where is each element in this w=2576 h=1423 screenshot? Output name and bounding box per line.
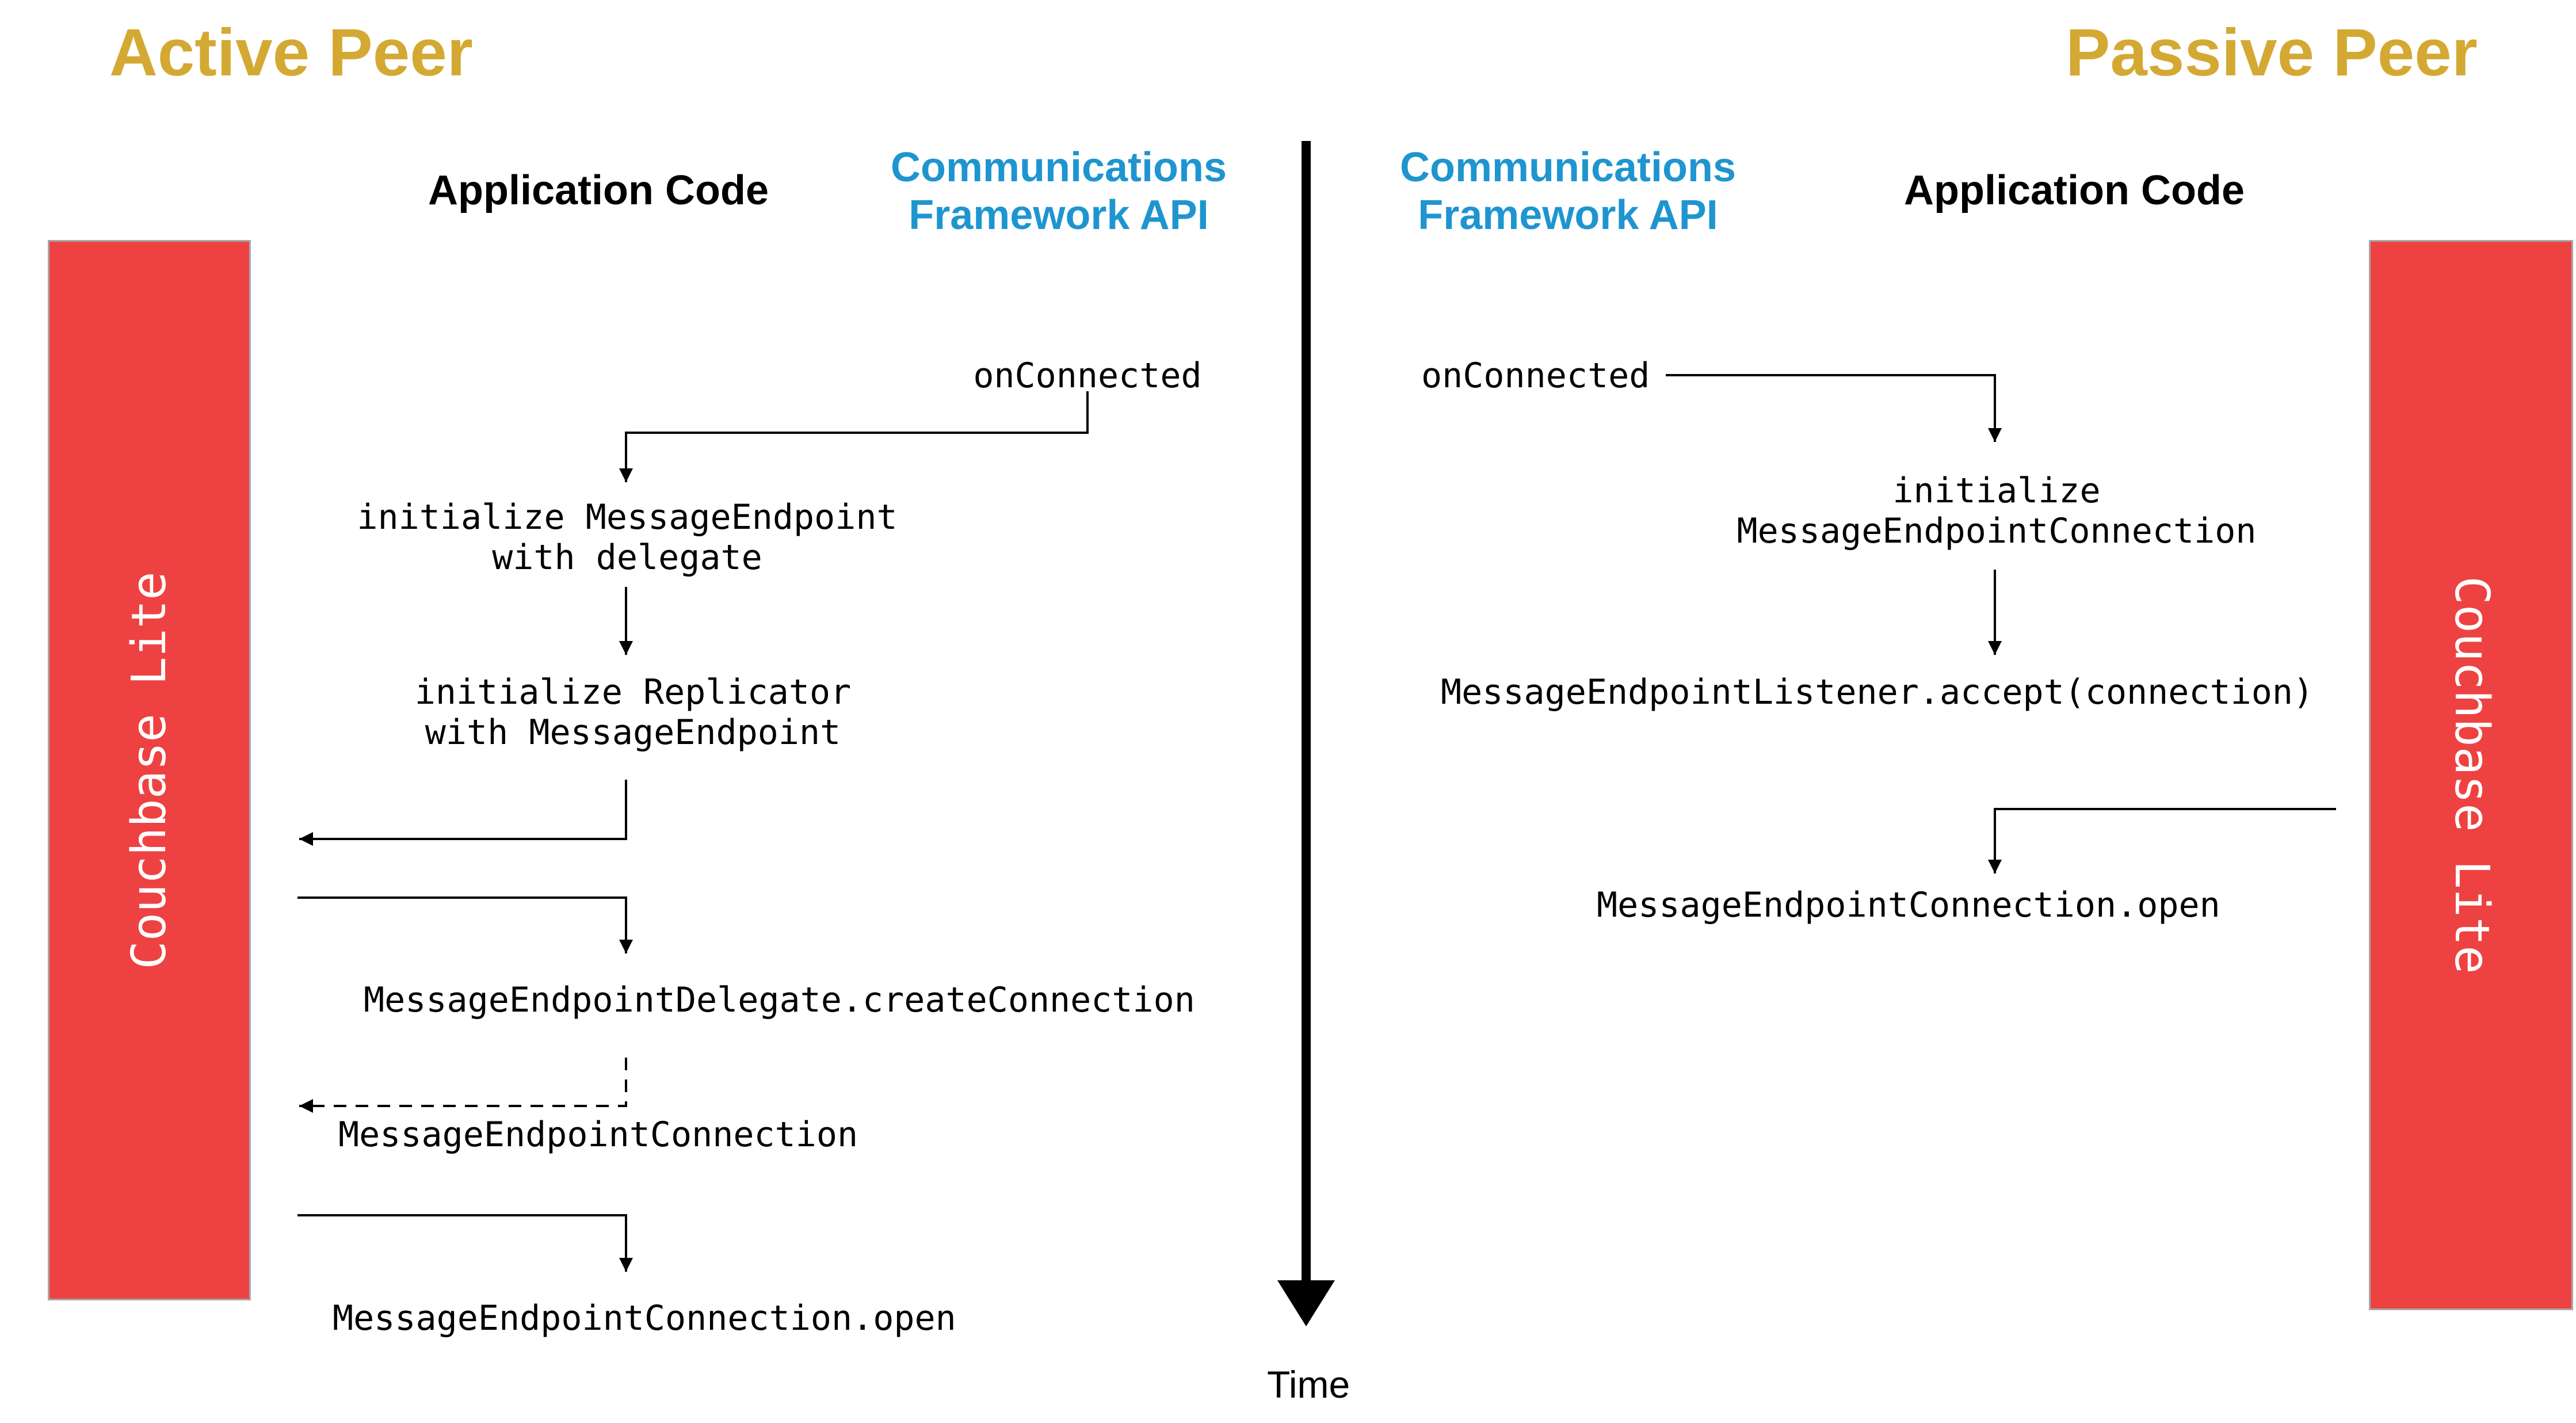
arrow-couchbase-to-passive-open [1988,808,2336,873]
active-connection-return-label: MessageEndpointConnection [338,1115,858,1155]
active-init-endpoint-line1: initialize MessageEndpoint [357,497,898,537]
passive-framework-heading: Communications Framework API [1367,144,1769,239]
passive-connection-open-label: MessageEndpointConnection.open [1597,885,2220,925]
active-init-replicator-line1: initialize Replicator [414,672,852,712]
active-framework-heading: Communications Framework API [857,144,1260,239]
passive-init-connection-line1: initialize [1892,471,2101,511]
passive-init-connection-line2: MessageEndpointConnection [1737,511,2257,551]
time-axis-label: Time [1267,1363,1350,1406]
active-init-endpoint-label: initialize MessageEndpoint with delegate [311,497,944,578]
active-init-replicator-label: initialize Replicator with MessageEndpoi… [322,672,944,753]
passive-init-connection-label: initialize MessageEndpointConnection [1709,471,2284,551]
active-peer-title: Active Peer [109,15,473,90]
arrow-replicator-to-couchbase [299,780,627,846]
active-couchbase-lite-block: Couchbase Lite [48,240,251,1300]
active-framework-heading-line1: Communications [890,144,1227,190]
active-app-code-heading: Application Code [428,167,769,213]
active-init-replicator-line2: with MessageEndpoint [425,712,841,753]
arrow-couchbase-to-connection-open [297,1214,633,1272]
active-connection-open-label: MessageEndpointConnection.open [333,1298,956,1338]
passive-couchbase-lite-label: Couchbase Lite [2444,576,2499,974]
arrow-onconnected-to-init-connection [1666,374,2002,442]
arrow-connection-return-dashed [299,1058,627,1113]
active-create-connection-label: MessageEndpointDelegate.createConnection [364,980,1195,1020]
arrow-onconnected-to-init-endpoint [619,391,1089,482]
passive-listener-accept-label: MessageEndpointListener.accept(connectio… [1441,672,2314,712]
passive-on-connected-label: onConnected [1421,356,1650,396]
passive-app-code-heading: Application Code [1904,167,2245,213]
passive-peer-title: Passive Peer [2066,15,2478,90]
passive-couchbase-lite-block: Couchbase Lite [2369,240,2573,1310]
active-couchbase-lite-label: Couchbase Lite [121,571,177,970]
time-axis-arrowhead [1277,1280,1335,1326]
passive-framework-heading-line1: Communications [1399,144,1737,190]
active-on-connected-label: onConnected [973,356,1202,396]
active-framework-heading-line2: Framework API [909,192,1209,238]
active-init-endpoint-line2: with delegate [492,537,762,578]
passive-framework-heading-line2: Framework API [1418,192,1718,238]
arrow-couchbase-to-create-connection [297,896,633,953]
